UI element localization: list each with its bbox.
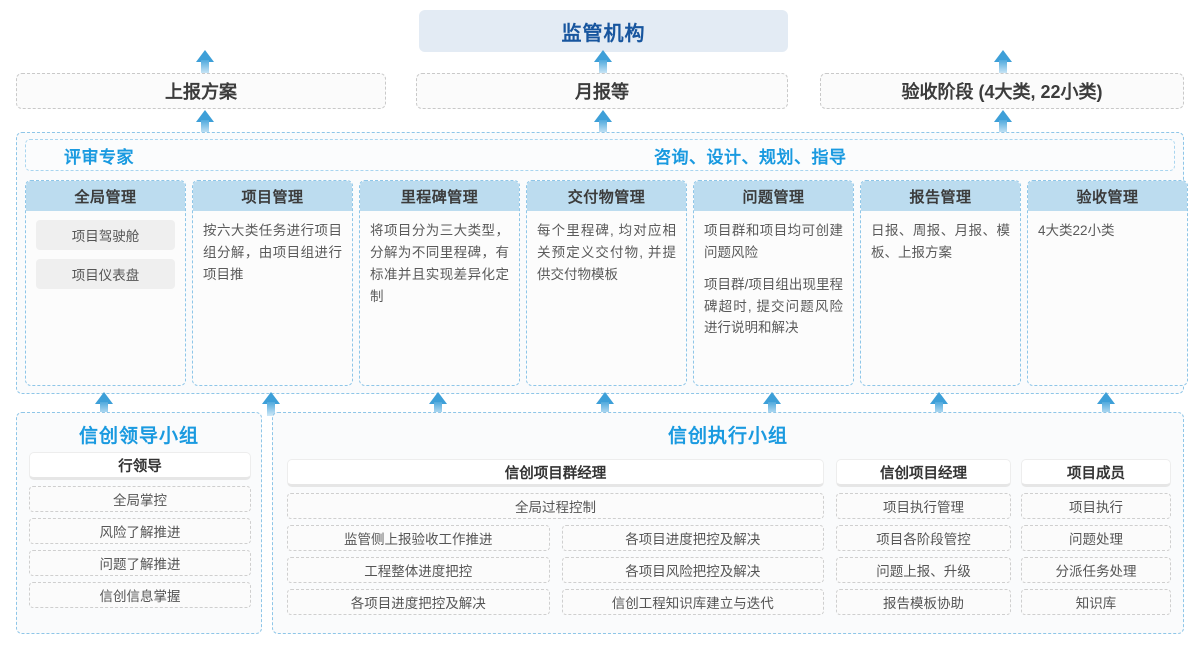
management-column-3: 交付物管理每个里程碑, 均对应相关预定义交付物, 并提供交付物模板	[526, 180, 687, 386]
management-column-header: 里程碑管理	[360, 181, 519, 211]
arrow-up-band-to-submit-0	[196, 110, 214, 134]
management-description: 将项目分为三大类型，分解为不同里程碑，有标准并且实现差异化定制	[370, 223, 509, 304]
project-member-task[interactable]: 问题处理	[1021, 525, 1171, 551]
management-pill[interactable]: 项目驾驶舱	[36, 220, 175, 250]
management-column-body: 将项目分为三大类型，分解为不同里程碑，有标准并且实现差异化定制	[360, 211, 519, 307]
role-program-manager[interactable]: 信创项目群经理	[287, 459, 824, 487]
management-description: 每个里程碑, 均对应相关预定义交付物, 并提供交付物模板	[537, 223, 676, 282]
project-manager-task[interactable]: 报告模板协助	[836, 589, 1011, 615]
management-column-2: 里程碑管理将项目分为三大类型，分解为不同里程碑，有标准并且实现差异化定制	[359, 180, 520, 386]
management-column-1: 项目管理按六大类任务进行项目组分解，由项目组进行项目推	[192, 180, 353, 386]
management-column-5: 报告管理日报、周报、月报、模板、上报方案	[860, 180, 1021, 386]
management-pill[interactable]: 项目仪表盘	[36, 259, 175, 289]
regulator-box: 监管机构	[419, 10, 788, 52]
leadership-team-group: 信创领导小组 行领导 全局掌控风险了解推进问题了解推进信创信息掌握	[16, 412, 262, 634]
management-column-header: 全局管理	[26, 181, 185, 211]
management-column-header: 交付物管理	[527, 181, 686, 211]
management-description: 按六大类任务进行项目组分解，由项目组进行项目推	[203, 223, 342, 282]
leadership-task-list: 全局掌控风险了解推进问题了解推进信创信息掌握	[29, 486, 251, 608]
management-column-header: 报告管理	[861, 181, 1020, 211]
arrow-up-team-to-col-2	[429, 392, 447, 416]
project-member-block: 项目成员 项目执行问题处理分派任务处理知识库	[1021, 459, 1171, 615]
arrow-up-team-to-col-6	[1097, 392, 1115, 416]
management-column-body: 日报、周报、月报、模板、上报方案	[861, 211, 1020, 264]
program-manager-task-list-left: 监管侧上报验收工作推进工程整体进度把控各项目进度把控及解决	[287, 519, 550, 615]
execution-team-title: 信创执行小组	[667, 426, 788, 447]
program-manager-task[interactable]: 各项目风险把控及解决	[561, 557, 824, 583]
arrow-up-team-to-col-0	[95, 392, 113, 416]
program-manager-global-task[interactable]: 全局过程控制	[287, 493, 824, 519]
leadership-task[interactable]: 全局掌控	[29, 486, 251, 512]
program-manager-task[interactable]: 信创工程知识库建立与迭代	[561, 589, 824, 615]
management-description: 项目群/项目组出现里程碑超时, 提交问题风险进行说明和解决	[704, 276, 843, 336]
leadership-team-title: 信创领导小组	[78, 426, 199, 447]
management-description: 日报、周报、月报、模板、上报方案	[871, 223, 1010, 260]
management-column-body: 项目群和项目均可创建问题风险项目群/项目组出现里程碑超时, 提交问题风险进行说明…	[694, 211, 853, 339]
role-project-manager[interactable]: 信创项目经理	[836, 459, 1011, 487]
project-member-task[interactable]: 项目执行	[1021, 493, 1171, 519]
execution-team-group: 信创执行小组 信创项目群经理 全局过程控制 监管侧上报验收工作推进工程整体进度把…	[272, 412, 1184, 634]
program-manager-task-list-right: 各项目进度把控及解决各项目风险把控及解决信创工程知识库建立与迭代	[561, 519, 824, 615]
management-column-body: 4大类22小类	[1028, 211, 1187, 242]
program-manager-block: 信创项目群经理 全局过程控制 监管侧上报验收工作推进工程整体进度把控各项目进度把…	[287, 459, 824, 615]
project-member-task-list: 项目执行问题处理分派任务处理知识库	[1021, 493, 1171, 615]
project-manager-task-list: 项目执行管理项目各阶段管控问题上报、升级报告模板协助	[836, 493, 1011, 615]
management-column-body: 每个里程碑, 均对应相关预定义交付物, 并提供交付物模板	[527, 211, 686, 286]
leadership-task[interactable]: 风险了解推进	[29, 518, 251, 544]
program-manager-task[interactable]: 各项目进度把控及解决	[561, 525, 824, 551]
submit-box-acceptance-stage: 验收阶段 (4大类, 22小类)	[820, 73, 1184, 109]
program-manager-task[interactable]: 监管侧上报验收工作推进	[287, 525, 550, 551]
band-title-consulting: 咨询、设计、规划、指导	[654, 148, 847, 167]
program-manager-task[interactable]: 工程整体进度把控	[287, 557, 550, 583]
arrow-up-band-to-submit-2	[994, 110, 1012, 134]
submit-box-monthly-report: 月报等	[416, 73, 788, 109]
role-bank-leader[interactable]: 行领导	[29, 452, 251, 480]
arrow-up-submit-1	[594, 50, 612, 74]
project-manager-task[interactable]: 项目各阶段管控	[836, 525, 1011, 551]
project-manager-task[interactable]: 问题上报、升级	[836, 557, 1011, 583]
program-manager-task[interactable]: 各项目进度把控及解决	[287, 589, 550, 615]
leadership-task[interactable]: 信创信息掌握	[29, 582, 251, 608]
arrow-up-team-to-col-5	[930, 392, 948, 416]
management-column-0: 全局管理项目驾驶舱项目仪表盘	[25, 180, 186, 386]
management-column-header: 项目管理	[193, 181, 352, 211]
management-description: 项目群和项目均可创建问题风险	[704, 223, 843, 260]
leadership-team-content: 行领导 全局掌控风险了解推进问题了解推进信创信息掌握	[29, 452, 251, 608]
submit-box-plan: 上报方案	[16, 73, 386, 109]
leadership-task[interactable]: 问题了解推进	[29, 550, 251, 576]
management-description: 4大类22小类	[1038, 223, 1115, 238]
arrow-up-submit-0	[196, 50, 214, 74]
arrow-up-team-to-col-4	[763, 392, 781, 416]
management-column-header: 验收管理	[1028, 181, 1187, 211]
arrow-up-submit-2	[994, 50, 1012, 74]
management-band: 评审专家 咨询、设计、规划、指导 全局管理项目驾驶舱项目仪表盘项目管理按六大类任…	[16, 132, 1188, 394]
band-title-review-experts: 评审专家	[64, 148, 134, 167]
management-column-body: 项目驾驶舱项目仪表盘	[26, 211, 185, 289]
project-manager-block: 信创项目经理 项目执行管理项目各阶段管控问题上报、升级报告模板协助	[836, 459, 1011, 615]
management-column-6: 验收管理 4大类22小类	[1027, 180, 1188, 386]
arrow-up-team-to-col-3	[596, 392, 614, 416]
band-title-strip: 评审专家 咨询、设计、规划、指导	[25, 139, 1175, 171]
arrow-up-team-to-col-1	[262, 392, 280, 416]
project-member-task[interactable]: 知识库	[1021, 589, 1171, 615]
management-column-header: 问题管理	[694, 181, 853, 211]
role-project-member[interactable]: 项目成员	[1021, 459, 1171, 487]
project-manager-task[interactable]: 项目执行管理	[836, 493, 1011, 519]
project-member-task[interactable]: 分派任务处理	[1021, 557, 1171, 583]
management-column-body: 按六大类任务进行项目组分解，由项目组进行项目推	[193, 211, 352, 286]
arrow-up-band-to-submit-1	[594, 110, 612, 134]
management-column-4: 问题管理项目群和项目均可创建问题风险项目群/项目组出现里程碑超时, 提交问题风险…	[693, 180, 854, 386]
